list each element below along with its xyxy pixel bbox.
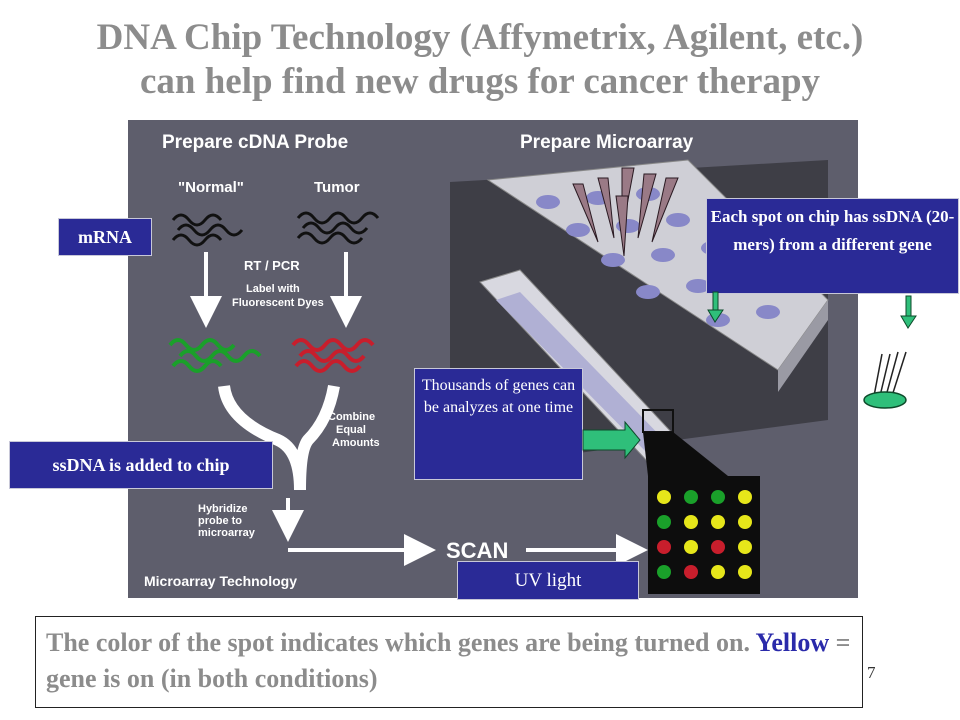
hybridize-line1: Hybridize (198, 503, 248, 515)
mrna-callout: mRNA (58, 218, 152, 256)
spot-green (711, 490, 725, 504)
spot-yellow (738, 515, 752, 529)
microarray-technology-footer: Microarray Technology (144, 573, 297, 589)
probe-strands-sketch (863, 351, 907, 409)
plate-edge (778, 300, 828, 392)
rt-pcr-label: RT / PCR (244, 258, 300, 273)
microarray-diagram: Prepare cDNA Probe Prepare Microarray "N… (128, 120, 858, 598)
spot-yellow (711, 515, 725, 529)
normal-label: "Normal" (178, 179, 244, 196)
normal-green-cdna (168, 338, 262, 373)
tumor-red-cdna (291, 338, 375, 373)
zoomed-spot-grid (657, 490, 752, 579)
combine-right-branch (294, 384, 340, 491)
combine-line2: Equal (336, 424, 366, 436)
label-dyes-line2: Fluorescent Dyes (232, 297, 324, 309)
spot-red (657, 540, 671, 554)
uv-light-callout: UV light (457, 561, 639, 600)
spot-yellow (738, 565, 752, 579)
spot-yellow (738, 490, 752, 504)
caption-text-part2: = gene is on (in both conditions) (46, 628, 851, 693)
combine-line1: Combine (328, 411, 375, 423)
spot-yellow (657, 490, 671, 504)
normal-mrna-squiggles (171, 213, 244, 247)
microarray-diagram-svg: Prepare cDNA Probe Prepare Microarray "N… (144, 132, 829, 594)
header-prepare-cdna: Prepare cDNA Probe (162, 132, 348, 153)
slide-title-line1: DNA Chip Technology (Affymetrix, Agilent… (96, 17, 864, 58)
hybridize-line2: probe to (198, 515, 242, 527)
hybridize-line3: microarray (198, 527, 256, 539)
spot-red (711, 540, 725, 554)
scan-label: SCAN (446, 538, 508, 563)
spot-green (684, 490, 698, 504)
spot-yellow (738, 540, 752, 554)
slide-title-line2: can help find new drugs for cancer thera… (139, 61, 821, 102)
caption-box: The color of the spot indicates which ge… (35, 616, 863, 708)
thousands-genes-callout: Thousands of genes can be analyzes at on… (414, 368, 583, 480)
header-prepare-microarray: Prepare Microarray (520, 132, 694, 153)
spotting-pins (572, 167, 679, 257)
combine-line3: Amounts (332, 437, 380, 449)
ssdna-added-callout: ssDNA is added to chip (9, 441, 273, 489)
caption-text-part1: The color of the spot indicates which ge… (46, 628, 756, 657)
spot-green-arrow-right (900, 295, 917, 329)
spot-yellow (684, 515, 698, 529)
caption-yellow-highlight: Yellow (755, 628, 830, 657)
slide-number: 7 (867, 663, 876, 682)
spot-info-callout: Each spot on chip has ssDNA (20-mers) fr… (706, 198, 959, 294)
tumor-label: Tumor (314, 179, 360, 196)
zoom-projection (643, 432, 728, 476)
chip-spot-area (496, 292, 674, 456)
spot-green (657, 565, 671, 579)
tumor-mrna-squiggles (296, 211, 380, 245)
spot-yellow (711, 565, 725, 579)
spot-red (684, 565, 698, 579)
label-dyes-line1: Label with (246, 283, 300, 295)
spot-green (657, 515, 671, 529)
spot-yellow (684, 540, 698, 554)
